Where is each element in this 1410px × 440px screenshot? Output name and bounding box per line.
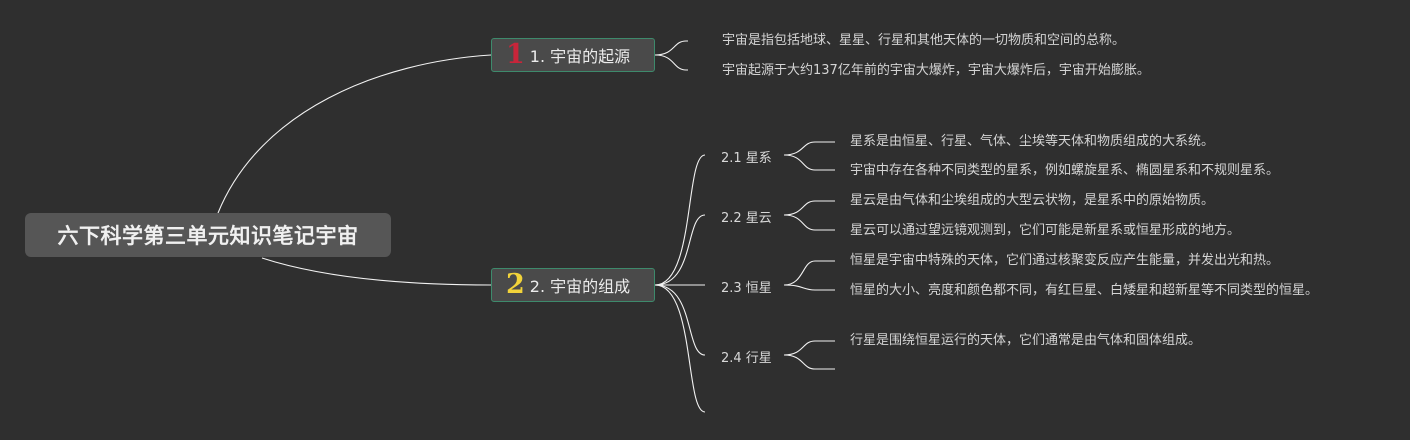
leaf-note[interactable]: 行星是围绕恒星运行的天体，它们通常是由气体和固体组成。 — [850, 333, 1202, 348]
branch-node-origin[interactable]: 1 1. 宇宙的起源 — [491, 38, 655, 72]
leaf-connector-line — [783, 284, 835, 291]
branch-title: 2. 宇宙的组成 — [529, 277, 631, 296]
subtopic-connector-line — [654, 284, 706, 413]
subtopic-nebula[interactable]: 2.2 星云 — [721, 211, 772, 226]
subtopic-planet[interactable]: 2.4 行星 — [721, 351, 772, 366]
leaf-note[interactable]: 恒星是宇宙中特殊的天体，它们通过核聚变反应产生能量，并发出光和热。 — [850, 253, 1280, 268]
leaf-connector-line — [783, 141, 835, 156]
leaf-connector-line — [783, 214, 835, 231]
leaf-note[interactable]: 星云可以通过望远镜观测到，它们可能是新星系或恒星形成的地方。 — [850, 223, 1241, 238]
number-two-icon: 2 — [506, 269, 525, 300]
leaf-connector-line — [654, 54, 688, 71]
root-to-branch-line — [217, 54, 492, 214]
subtopic-connector-line — [654, 214, 706, 286]
subtopic-connector-line — [654, 284, 706, 356]
leaf-note[interactable]: 宇宙起源于大约137亿年前的宇宙大爆炸，宇宙大爆炸后，宇宙开始膨胀。 — [722, 63, 1150, 78]
leaf-connector-line — [783, 154, 835, 171]
branch-node-composition[interactable]: 2 2. 宇宙的组成 — [491, 268, 655, 302]
subtopic-connector-line — [654, 154, 706, 286]
leaf-connector-line — [654, 40, 688, 56]
root-node[interactable]: 六下科学第三单元知识笔记宇宙 — [25, 213, 391, 257]
subtopic-galaxy[interactable]: 2.1 星系 — [721, 151, 772, 166]
leaf-connector-line — [783, 340, 835, 356]
branch-title: 1. 宇宙的起源 — [529, 47, 631, 66]
subtopic-star[interactable]: 2.3 恒星 — [721, 281, 772, 296]
root-title: 六下科学第三单元知识笔记宇宙 — [57, 224, 359, 248]
leaf-note[interactable]: 宇宙中存在各种不同类型的星系，例如螺旋星系、椭圆星系和不规则星系。 — [850, 163, 1280, 178]
leaf-note[interactable]: 星云是由气体和尘埃组成的大型云状物，是星系中的原始物质。 — [850, 193, 1215, 208]
root-to-branch-line — [261, 257, 492, 286]
leaf-connector-line — [783, 354, 835, 370]
number-one-icon: 1 — [506, 39, 525, 70]
leaf-connector-line — [783, 260, 835, 286]
leaf-note[interactable]: 恒星的大小、亮度和颜色都不同，有红巨星、白矮星和超新星等不同类型的恒星。 — [850, 283, 1319, 298]
leaf-connector-line — [783, 200, 835, 216]
leaf-note[interactable]: 星系是由恒星、行星、气体、尘埃等天体和物质组成的大系统。 — [850, 134, 1215, 149]
leaf-note[interactable]: 宇宙是指包括地球、星星、行星和其他天体的一切物质和空间的总称。 — [722, 33, 1126, 48]
